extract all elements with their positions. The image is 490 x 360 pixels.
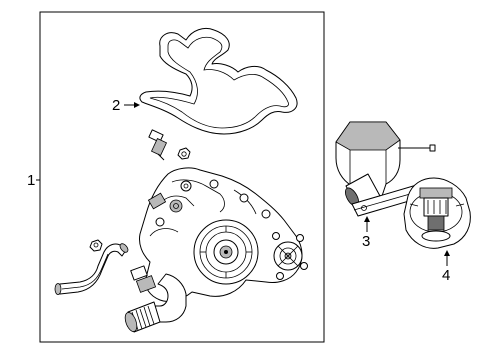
pump-gasket	[139, 27, 298, 135]
leader-2-arrow	[134, 102, 140, 108]
water-pump-housing	[139, 167, 308, 303]
hex-nut	[177, 147, 191, 160]
assembly-frame	[39, 11, 325, 343]
bypass-hose	[54, 243, 129, 295]
temperature-sensor	[148, 129, 168, 161]
callout-2: 2	[112, 97, 120, 114]
callout-3: 3	[362, 233, 370, 250]
small-nut	[89, 239, 103, 252]
callout-4: 4	[442, 267, 450, 284]
thermostat	[403, 177, 471, 249]
outlet-elbow	[124, 273, 187, 333]
callout-1: 1	[27, 172, 35, 189]
leader-4-arrow	[444, 250, 450, 256]
fitting	[130, 265, 157, 293]
leader-3-arrow	[364, 216, 370, 222]
